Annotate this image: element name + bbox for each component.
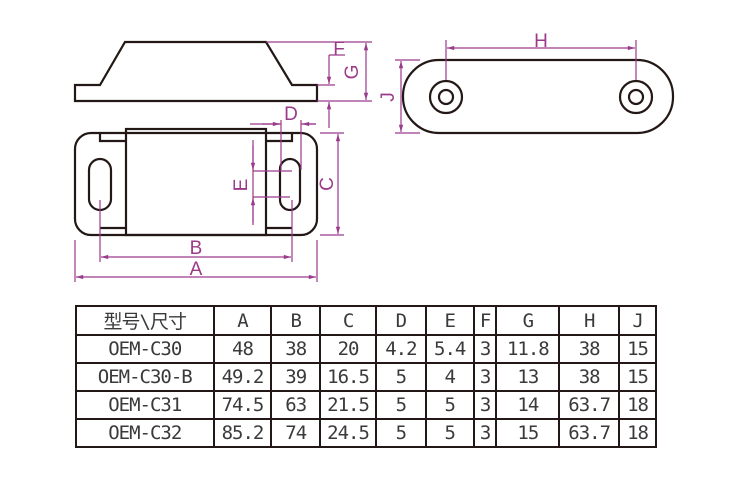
table-cell: 63 <box>270 390 322 420</box>
dim-label-f: F <box>333 39 345 60</box>
dimensions: A B C D E F G H J <box>74 31 637 282</box>
table-cell: 3 <box>472 418 498 448</box>
table-cell: 15 <box>495 418 561 448</box>
table-cell: 38 <box>558 362 621 392</box>
header-cell: J <box>618 305 657 336</box>
table-cell: 24.5 <box>319 418 377 448</box>
dim-label-h: H <box>534 31 548 52</box>
table-cell: 49.2 <box>212 362 273 392</box>
table-cell: 15 <box>618 362 657 392</box>
end-view <box>401 58 675 135</box>
header-cell: C <box>319 305 377 336</box>
model-cell: OEM-C30 <box>75 334 215 364</box>
table-cell: 39 <box>270 362 322 392</box>
side-view <box>73 40 319 103</box>
header-cell: 型号\尺寸 <box>75 305 215 336</box>
dim-label-a: A <box>190 259 203 280</box>
header-cell: H <box>558 305 621 336</box>
table-cell: 3 <box>472 362 498 392</box>
model-cell: OEM-C32 <box>75 418 215 448</box>
dim-label-g: G <box>342 65 363 80</box>
table-cell: 3 <box>472 390 498 420</box>
technical-drawing: A B C D E F G H J <box>73 31 675 282</box>
table-header-row: 型号\尺寸 A B C D E F G H J <box>75 305 657 336</box>
table-cell: 63.7 <box>558 418 621 448</box>
table-cell: 18 <box>618 418 657 448</box>
dim-label-e: E <box>231 179 252 192</box>
table-cell: 48 <box>212 334 273 364</box>
table-cell: 15 <box>618 334 657 364</box>
header-cell: D <box>374 305 427 336</box>
table-cell: 85.2 <box>212 418 273 448</box>
table-cell: 20 <box>319 334 377 364</box>
dim-label-c: C <box>317 177 338 191</box>
dim-label-j: J <box>378 92 399 102</box>
table-cell: 5 <box>374 390 427 420</box>
table-cell: 38 <box>558 334 621 364</box>
table-cell: 4.2 <box>374 334 427 364</box>
table-cell: 11.8 <box>495 334 561 364</box>
right-slot <box>278 157 302 212</box>
table-cell: 5 <box>374 418 427 448</box>
table-cell: 18 <box>618 390 657 420</box>
dim-label-b: B <box>190 238 203 259</box>
table-cell: 21.5 <box>319 390 377 420</box>
dim-label-d: D <box>284 104 298 125</box>
model-cell: OEM-C30-B <box>75 362 215 392</box>
header-cell: B <box>270 305 322 336</box>
table-cell: 5 <box>424 390 475 420</box>
table-cell: 4 <box>424 362 475 392</box>
table-cell: 14 <box>495 390 561 420</box>
header-cell: F <box>472 305 498 336</box>
table-cell: 13 <box>495 362 561 392</box>
table-cell: 16.5 <box>319 362 377 392</box>
header-cell: G <box>495 305 561 336</box>
table-cell: 74 <box>270 418 322 448</box>
table-cell: 5.4 <box>424 334 475 364</box>
table-cell: 74.5 <box>212 390 273 420</box>
table-cell: 38 <box>270 334 322 364</box>
model-cell: OEM-C31 <box>75 390 215 420</box>
table-cell: 63.7 <box>558 390 621 420</box>
table-cell: 3 <box>472 334 498 364</box>
table-cell: 5 <box>374 362 427 392</box>
header-cell: A <box>212 305 273 336</box>
header-cell: E <box>424 305 475 336</box>
table-cell: 5 <box>424 418 475 448</box>
